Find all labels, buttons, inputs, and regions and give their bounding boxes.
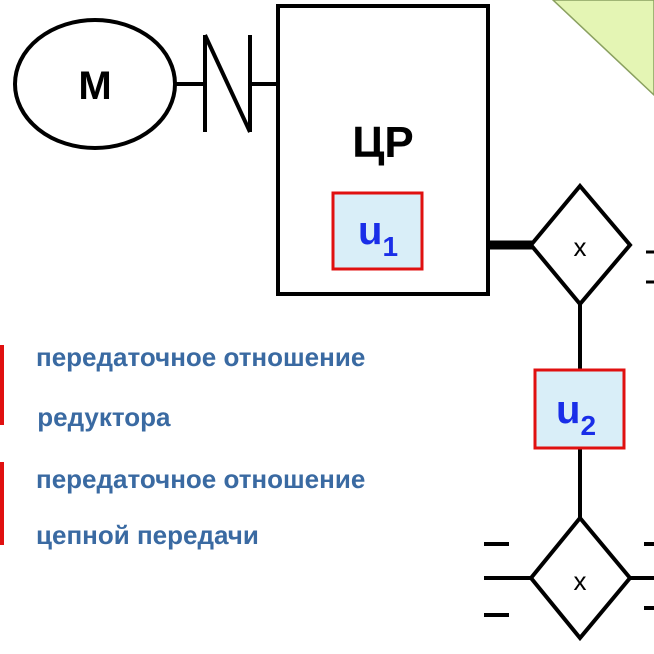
top-sprocket-ticks: [646, 250, 654, 284]
coupling: [175, 34, 278, 133]
u2-box: [533, 368, 626, 450]
legend-u1-line1: передаточное отношение: [36, 342, 366, 372]
bottom-shaft: [484, 542, 654, 617]
legend-u2-line1: передаточное отношение: [36, 464, 366, 494]
u1-label: u1: [358, 209, 398, 262]
u1-box: [331, 191, 424, 271]
legend-u1-line2: редуктора: [30, 402, 171, 432]
legend-u2-line2: цепной передачи: [36, 520, 259, 550]
bottom-sprocket-label: x: [574, 566, 587, 596]
corner-decoration: [551, 0, 654, 97]
motor-label: M: [78, 64, 111, 108]
reducer-label: ЦР: [352, 118, 414, 167]
bottom-sprocket: [528, 514, 633, 642]
u2-label: u2: [556, 388, 596, 441]
top-sprocket-label: x: [574, 232, 587, 262]
